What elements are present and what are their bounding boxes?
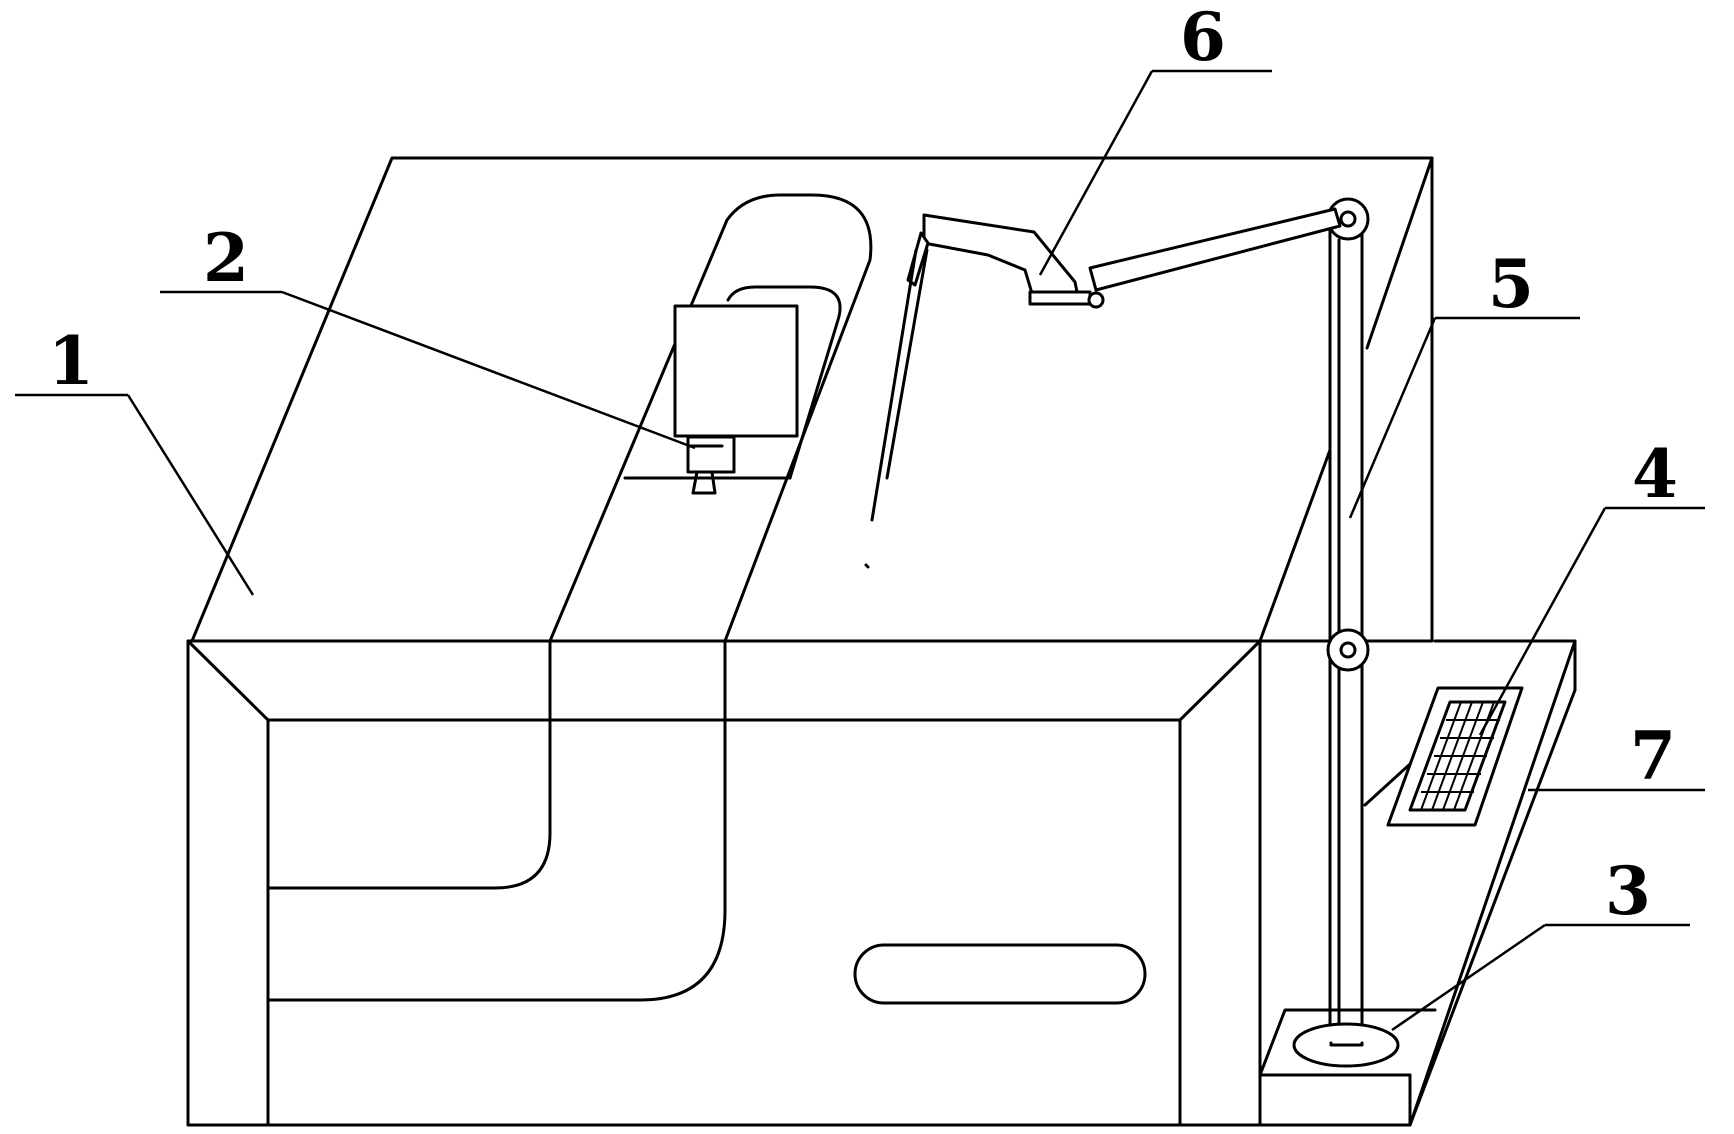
leader-line: [1391, 923, 1546, 1032]
arm: [864, 207, 1342, 569]
callout-5: 5: [1348, 245, 1580, 519]
arm-probe-right: [885, 248, 929, 480]
middle-joint-pin: [1339, 641, 1357, 659]
keypad-col-line: [1442, 701, 1484, 811]
callout-1: 1: [15, 322, 255, 596]
block-clamp: [686, 435, 736, 474]
leader-line: [1348, 317, 1437, 519]
cabinet-side-edge-upper: [1365, 156, 1434, 350]
arm-upper-link: [1088, 207, 1342, 292]
bevel-left: [186, 639, 270, 722]
leader-line: [281, 290, 696, 450]
callout-2: 2: [160, 219, 696, 450]
keypad-col-line: [1431, 701, 1473, 811]
inner-track: [726, 285, 842, 480]
label-3: 3: [1605, 852, 1651, 930]
arm-probe-left: [870, 248, 918, 522]
keypad-col-line: [1420, 701, 1462, 811]
callout-3: 3: [1391, 852, 1690, 1032]
arm-head: [922, 213, 1080, 302]
callout-6: 6: [1038, 0, 1272, 276]
bevel-right: [1178, 639, 1262, 722]
label-1: 1: [48, 322, 94, 400]
label-4: 4: [1632, 435, 1678, 513]
leader-line: [1038, 70, 1154, 276]
base-front: [1258, 1073, 1412, 1127]
column-mount-collar: [1329, 1041, 1364, 1047]
outer-track: [266, 193, 873, 1002]
front-handle-slot: [853, 943, 1147, 1005]
guide-track: [266, 193, 873, 1002]
base-step: [1258, 1008, 1437, 1077]
upper-joint-pin: [1339, 210, 1357, 228]
callout-4: 4: [1478, 435, 1705, 736]
cabinet: [186, 156, 1434, 1127]
leader-line: [126, 394, 255, 596]
cabinet-side-edge-lower: [1258, 448, 1332, 643]
block-body: [673, 304, 799, 438]
label-6: 6: [1180, 0, 1226, 76]
callout-7: 7: [1528, 717, 1705, 795]
block-clamp-foot: [691, 470, 717, 495]
probe-point: [864, 563, 870, 569]
arm-head-plate: [1028, 290, 1092, 306]
base-slope-edge: [1408, 688, 1577, 1127]
label-2: 2: [203, 219, 249, 297]
sliding-block: [673, 304, 799, 495]
base-platform: [1258, 639, 1577, 1127]
leader-line: [1478, 507, 1607, 736]
label-5: 5: [1488, 245, 1534, 323]
arm-head-pivot: [1087, 291, 1105, 309]
column: [1326, 197, 1370, 1045]
label-7: 7: [1630, 717, 1676, 795]
